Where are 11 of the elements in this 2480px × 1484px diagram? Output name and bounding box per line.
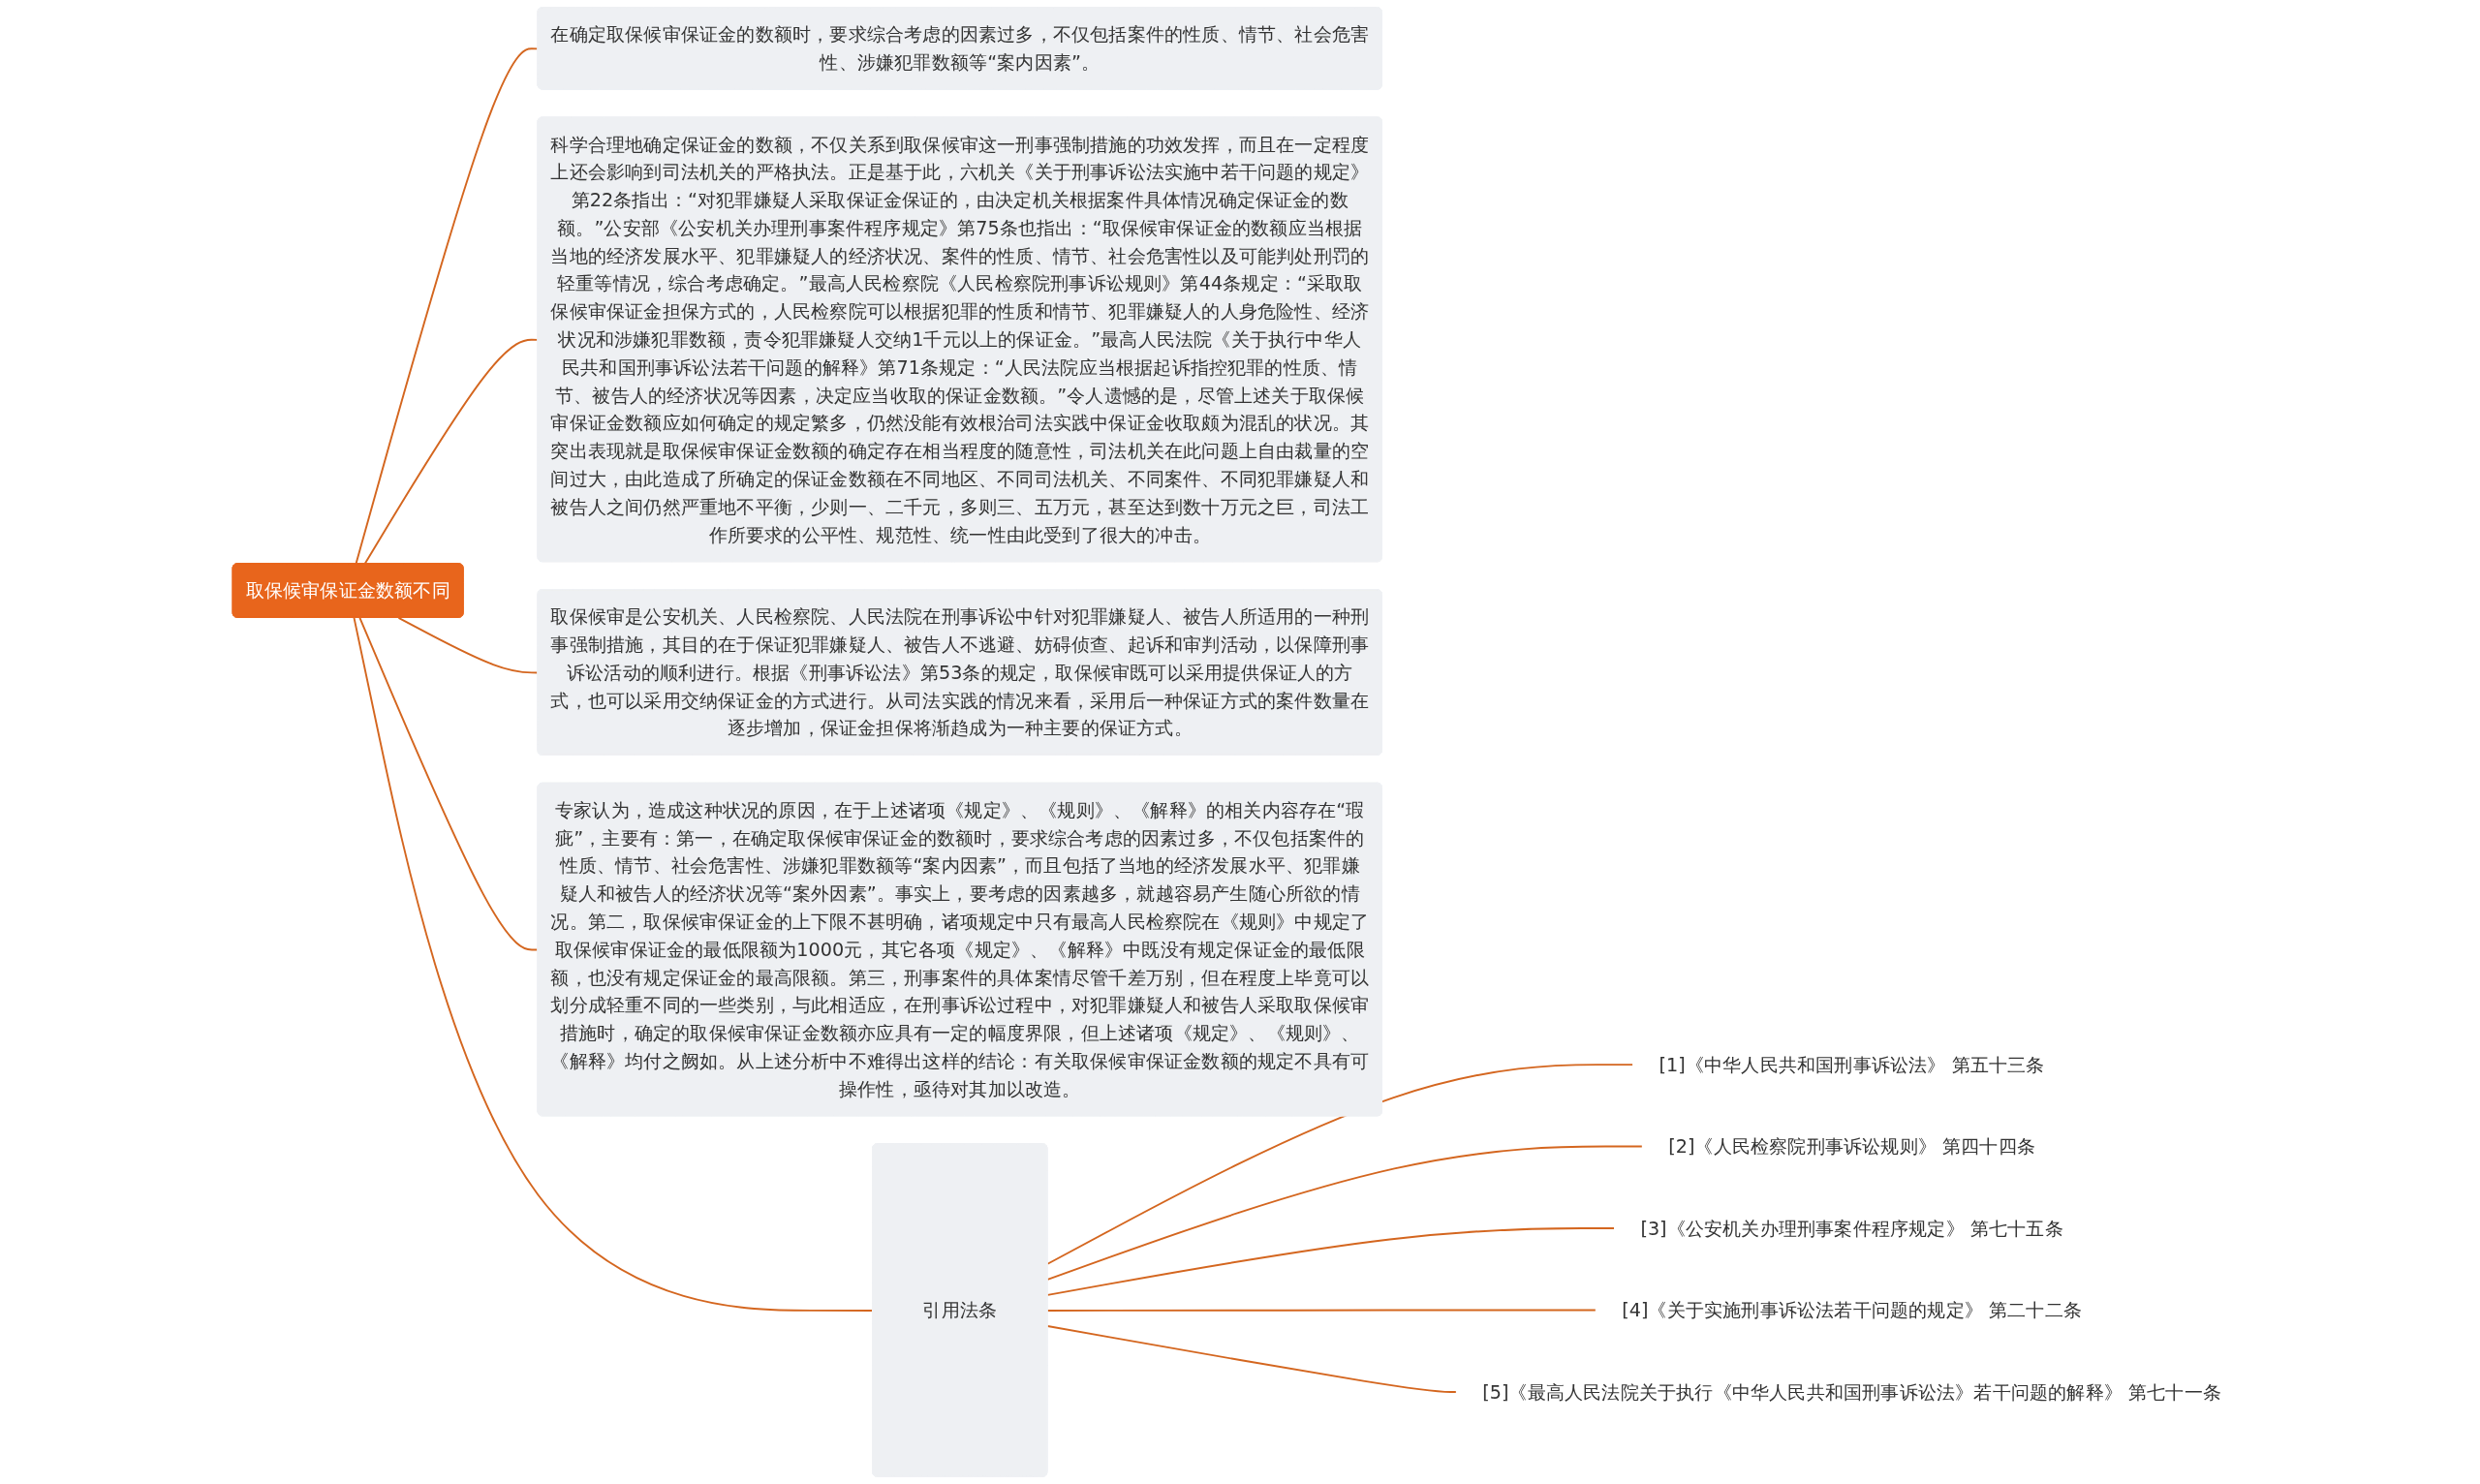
connector <box>353 616 874 1312</box>
connector <box>1046 1145 1644 1281</box>
node-text: [3]《公安机关办理刑事案件程序规定》 第七十五条 <box>1640 1217 2063 1240</box>
node-text: [5]《最高人民法院关于执行《中华人民共和国刑事诉讼法》若干问题的解释》 第七十一条 <box>1482 1380 2222 1404</box>
node-text: [1]《中华人民共和国刑事诉讼法》 第五十三条 <box>1658 1053 2045 1076</box>
node-text: [2]《人民检察院刑事诉讼规则》 第四十四条 <box>1668 1135 2036 1159</box>
node-text: [4]《关于实施刑事诉讼法若干问题的规定》 第二十二条 <box>1622 1298 2083 1322</box>
connector <box>1046 1227 1616 1296</box>
connector <box>1046 1309 1597 1312</box>
connector <box>1046 1064 1634 1265</box>
connector <box>1046 1325 1458 1393</box>
